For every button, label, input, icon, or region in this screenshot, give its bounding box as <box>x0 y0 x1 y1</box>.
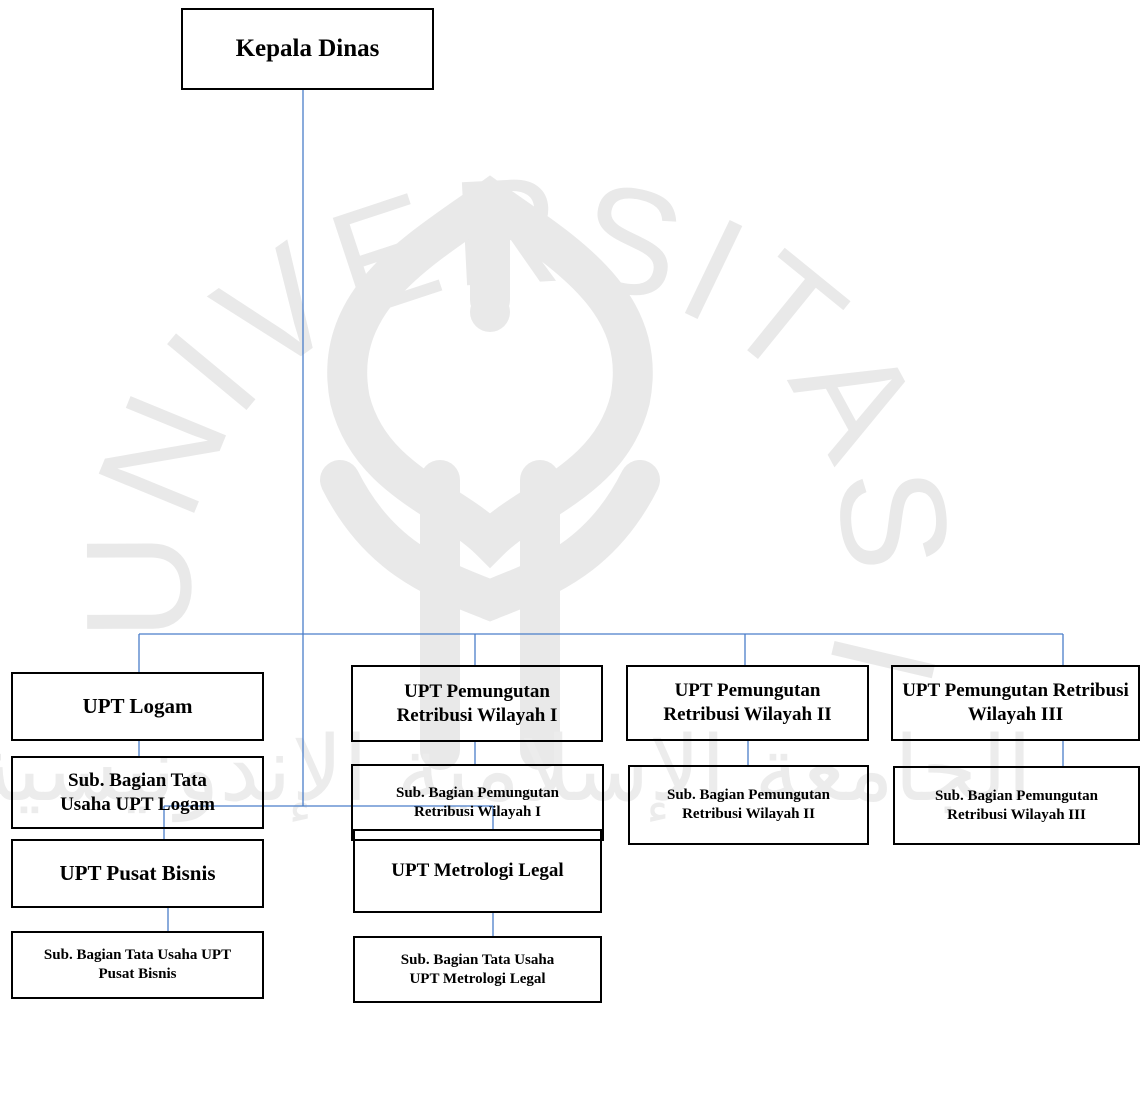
box-upt-metrologi: UPT Metrologi Legal <box>353 829 602 913</box>
box-sub-pr2: Sub. Bagian Pemungutan Retribusi Wilayah… <box>628 765 869 845</box>
box-sub-logam: Sub. Bagian Tata Usaha UPT Logam <box>11 756 264 829</box>
box-kepala-dinas: Kepala Dinas <box>181 8 434 90</box>
box-upt-pr1: UPT Pemungutan Retribusi Wilayah I <box>351 665 603 742</box>
box-upt-pusat-bisnis: UPT Pusat Bisnis <box>11 839 264 908</box>
box-sub-pr3: Sub. Bagian Pemungutan Retribusi Wilayah… <box>893 766 1140 845</box>
box-sub-pr1: Sub. Bagian Pemungutan Retribusi Wilayah… <box>351 764 604 841</box>
box-upt-pr2: UPT Pemungutan Retribusi Wilayah II <box>626 665 869 741</box>
box-upt-pr3: UPT Pemungutan Retribusi Wilayah III <box>891 665 1140 741</box>
box-upt-logam: UPT Logam <box>11 672 264 741</box>
box-sub-pusat-bisnis: Sub. Bagian Tata Usaha UPT Pusat Bisnis <box>11 931 264 999</box>
box-sub-metrologi: Sub. Bagian Tata Usaha UPT Metrologi Leg… <box>353 936 602 1003</box>
